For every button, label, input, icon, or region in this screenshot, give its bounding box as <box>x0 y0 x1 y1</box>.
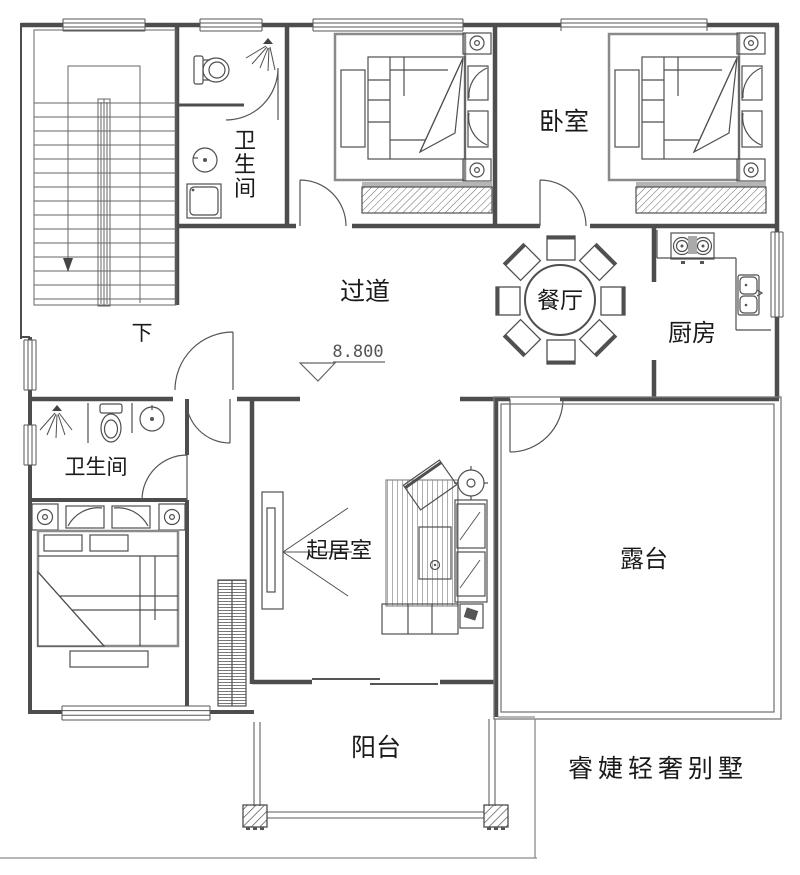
balcony-rails <box>253 719 496 819</box>
exterior-left-wall <box>20 23 30 339</box>
kitchen-sink-icon <box>737 274 764 316</box>
stair-rail-inner <box>100 99 108 306</box>
window-left-upper <box>23 339 37 391</box>
stair-landing <box>67 65 141 104</box>
floor-lamp-icon <box>454 466 488 500</box>
label-bathroom-left: 卫生间 <box>65 456 128 479</box>
door-bathroom-top <box>225 67 279 121</box>
label-dining: 餐厅 <box>537 287 583 313</box>
label-bedroom-top: 卧室 <box>539 108 589 136</box>
toilet-icon <box>99 403 123 443</box>
closet-icon <box>217 579 247 707</box>
balcony <box>242 719 509 830</box>
label-hallway: 过道 <box>340 278 390 306</box>
wardrobe-icon <box>111 505 151 529</box>
bed-icon <box>333 32 493 214</box>
washing-machine-icon <box>186 183 222 219</box>
door-bedroom-3 <box>141 454 188 501</box>
elevation-value: 8.800 <box>332 342 383 362</box>
balcony-column <box>242 804 268 830</box>
window-bedroom-1 <box>312 18 464 32</box>
balcony-column <box>483 804 509 830</box>
sink-icon <box>139 405 165 432</box>
bed-icon <box>36 529 180 668</box>
label-bathroom-top-char1: 卫 <box>234 128 256 153</box>
window-bedroom-3 <box>61 705 211 721</box>
dining-chair-icon <box>502 242 542 282</box>
tv-cabinet-icon <box>261 491 352 610</box>
bathroom-partitions <box>87 403 133 443</box>
elevation-marker: 8.800 <box>298 342 385 382</box>
dining-chair-icon <box>546 339 576 365</box>
ground-outline <box>0 716 537 859</box>
stove-icon <box>670 232 715 264</box>
door-bedroom-1 <box>299 179 347 227</box>
window-bedroom-2 <box>560 18 708 31</box>
stair-arrow <box>63 258 73 272</box>
dining-chair-icon <box>578 318 618 358</box>
label-kitchen: 厨房 <box>668 320 716 347</box>
door-hallway <box>174 331 234 391</box>
coffee-table-icon <box>418 526 452 580</box>
living-room-furniture <box>261 459 488 635</box>
side-table-icon <box>459 603 484 629</box>
terrace-parapet <box>493 396 782 720</box>
label-bathroom-top-char2: 生 <box>234 152 256 177</box>
door-terrace <box>509 398 564 453</box>
shower-spray-icon <box>39 405 73 439</box>
dining-table-icon <box>524 264 596 336</box>
dining-chair-icon <box>546 235 576 261</box>
label-stairs-down: 下 <box>132 322 153 345</box>
door-bedroom-2 <box>539 179 587 227</box>
dining-chair-icon <box>600 286 626 316</box>
label-bathroom-top-char3: 间 <box>234 176 256 201</box>
dining-chair-icon <box>502 318 542 358</box>
watermark-text: 睿婕轻奢别墅 <box>568 755 748 783</box>
toilet-icon <box>193 55 230 85</box>
doors <box>141 67 587 685</box>
window-bathroom-top <box>199 18 263 32</box>
nightstand-icon <box>158 503 186 531</box>
bedroom-left-furniture <box>31 503 247 707</box>
stair-steps <box>34 102 176 300</box>
window-kitchen <box>770 231 784 318</box>
living-room-walls <box>249 399 499 717</box>
bathroom-top-fixtures <box>186 38 276 219</box>
window-stairwell <box>62 18 146 32</box>
living-rug <box>385 479 459 607</box>
interior-walls-top <box>174 23 777 399</box>
label-terrace: 露台 <box>620 546 668 573</box>
lower-left-walls <box>28 337 254 714</box>
dining-chair-icon <box>578 242 618 282</box>
kitchen-counter <box>656 230 771 331</box>
dining-set <box>495 235 626 365</box>
wardrobe-icon <box>65 505 105 529</box>
window-left-lower <box>23 424 37 466</box>
room-labels: 卫 生 间 卧室 过道 餐厅 厨房 卫生间 起居室 露台 阳台 下 <box>65 108 717 762</box>
walls <box>20 22 780 717</box>
stair-enclosure <box>33 29 177 306</box>
sink-icon <box>192 147 218 173</box>
sliding-door-balcony <box>312 678 438 685</box>
staircase <box>33 29 177 307</box>
sofa-icon <box>454 499 488 603</box>
nightstand-icon <box>31 503 59 531</box>
bench-sofa-icon <box>381 603 459 635</box>
dining-chair-icon <box>495 286 521 316</box>
bathroom-left-fixtures <box>39 403 165 443</box>
label-living: 起居室 <box>306 538 372 563</box>
kitchen-fixtures <box>656 230 771 331</box>
shower-spray-icon <box>245 38 276 72</box>
stair-direction-line <box>67 103 141 303</box>
door-corridor <box>185 398 231 444</box>
bed-icon <box>607 31 768 215</box>
label-balcony: 阳台 <box>351 734 401 762</box>
armchair-icon <box>402 459 458 511</box>
windows <box>23 18 784 721</box>
